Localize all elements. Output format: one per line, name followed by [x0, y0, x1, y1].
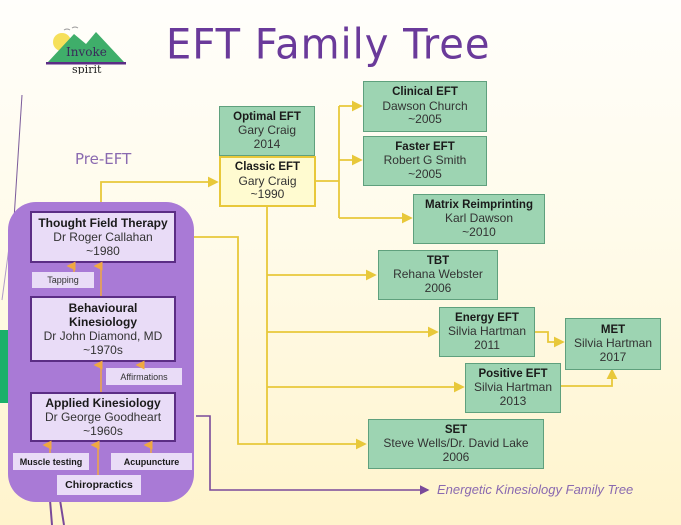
positive-to-met-connector [560, 368, 618, 387]
node-matrix-reimprinting[interactable]: Matrix Reimprinting Karl Dawson ~2010 [413, 194, 545, 244]
logo-text-invoke: Invoke [66, 45, 107, 59]
pre-eft-arrows [42, 261, 153, 475]
node-positive-eft[interactable]: Positive EFT Silvia Hartman 2013 [465, 363, 561, 413]
node-applied-kinesiology[interactable]: Applied Kinesiology Dr George Goodheart … [30, 392, 176, 442]
node-tbt[interactable]: TBT Rehana Webster 2006 [378, 250, 498, 300]
node-title: SET [444, 423, 468, 436]
node-year: 2006 [424, 280, 452, 295]
node-person: Gary Craig [238, 173, 297, 188]
tag-tapping: Tapping [32, 272, 94, 288]
applied-to-energetic-connector [196, 415, 430, 495]
node-person: Dr John Diamond, MD [43, 329, 163, 343]
pre-eft-panel: Thought Field Therapy Dr Roger Callahan … [8, 202, 194, 502]
node-title: Faster EFT [395, 140, 455, 153]
node-person: Gary Craig [237, 123, 296, 138]
tag-acupuncture: Acupuncture [111, 453, 192, 470]
node-year: ~1960s [83, 424, 123, 438]
node-title: Energy EFT [455, 311, 519, 324]
node-thought-field-therapy[interactable]: Thought Field Therapy Dr Roger Callahan … [30, 211, 176, 263]
energetic-kinesiology-link[interactable]: Energetic Kinesiology Family Tree [437, 482, 634, 497]
node-title: MET [600, 323, 626, 336]
node-year: 2017 [599, 349, 627, 364]
node-person: Silvia Hartman [573, 336, 653, 351]
invoke-spirit-logo: Invoke spirit [44, 24, 128, 76]
node-title: Applied Kinesiology [45, 396, 161, 410]
energy-to-met-connector [535, 331, 565, 348]
tft-to-set-connector [176, 236, 367, 450]
node-title: Positive EFT [478, 367, 548, 380]
node-year: 2006 [442, 449, 470, 464]
node-person: Dawson Church [382, 98, 468, 113]
page-title: EFT Family Tree [166, 20, 491, 70]
node-title: Matrix Reimprinting [425, 198, 533, 211]
node-title-2: Kinesiology [68, 315, 137, 329]
node-year: 2014 [253, 136, 281, 151]
node-title: Thought Field Therapy [38, 216, 168, 230]
logo-text-spirit: spirit [72, 63, 102, 74]
node-title: Optimal EFT [233, 110, 301, 123]
node-year: 2011 [474, 337, 500, 352]
node-year: ~2010 [462, 224, 496, 239]
node-behavioural-kinesiology[interactable]: Behavioural Kinesiology Dr John Diamond,… [30, 296, 176, 362]
tag-muscle-testing: Muscle testing [13, 453, 89, 470]
node-year: 2013 [499, 393, 527, 408]
node-title: Clinical EFT [392, 86, 458, 99]
node-year: ~1990 [250, 187, 285, 202]
pre-eft-label: Pre-EFT [75, 150, 132, 168]
node-year: ~1970s [83, 343, 123, 357]
node-person: Dr Roger Callahan [53, 230, 153, 244]
node-person: Dr George Goodheart [44, 410, 162, 424]
node-person: Steve Wells/Dr. David Lake [383, 436, 529, 451]
node-met[interactable]: MET Silvia Hartman 2017 [565, 318, 661, 370]
node-year: ~2005 [408, 166, 442, 181]
node-title: Behavioural [68, 301, 138, 315]
node-person: Robert G Smith [383, 153, 467, 168]
node-title: Classic EFT [234, 161, 301, 174]
node-classic-eft[interactable]: Classic EFT Gary Craig ~1990 [219, 156, 316, 207]
node-energy-eft[interactable]: Energy EFT Silvia Hartman 2011 [439, 307, 535, 357]
tag-chiropractics: Chiropractics [57, 475, 141, 495]
green-accent-bar [0, 330, 8, 403]
tag-affirmations: Affirmations [106, 368, 182, 385]
node-person: Silvia Hartman [473, 380, 553, 395]
node-clinical-eft[interactable]: Clinical EFT Dawson Church ~2005 [363, 81, 487, 132]
node-faster-eft[interactable]: Faster EFT Robert G Smith ~2005 [363, 136, 487, 186]
node-year: ~1980 [86, 244, 120, 258]
node-title: TBT [426, 254, 450, 267]
node-year: ~2005 [408, 112, 442, 127]
node-person: Silvia Hartman [447, 324, 527, 339]
mountain-icon [48, 32, 124, 62]
node-person: Rehana Webster [393, 267, 483, 282]
node-optimal-eft[interactable]: Optimal EFT Gary Craig 2014 [219, 106, 315, 156]
node-person: Karl Dawson [444, 211, 514, 226]
node-set[interactable]: SET Steve Wells/Dr. David Lake 2006 [368, 419, 544, 469]
